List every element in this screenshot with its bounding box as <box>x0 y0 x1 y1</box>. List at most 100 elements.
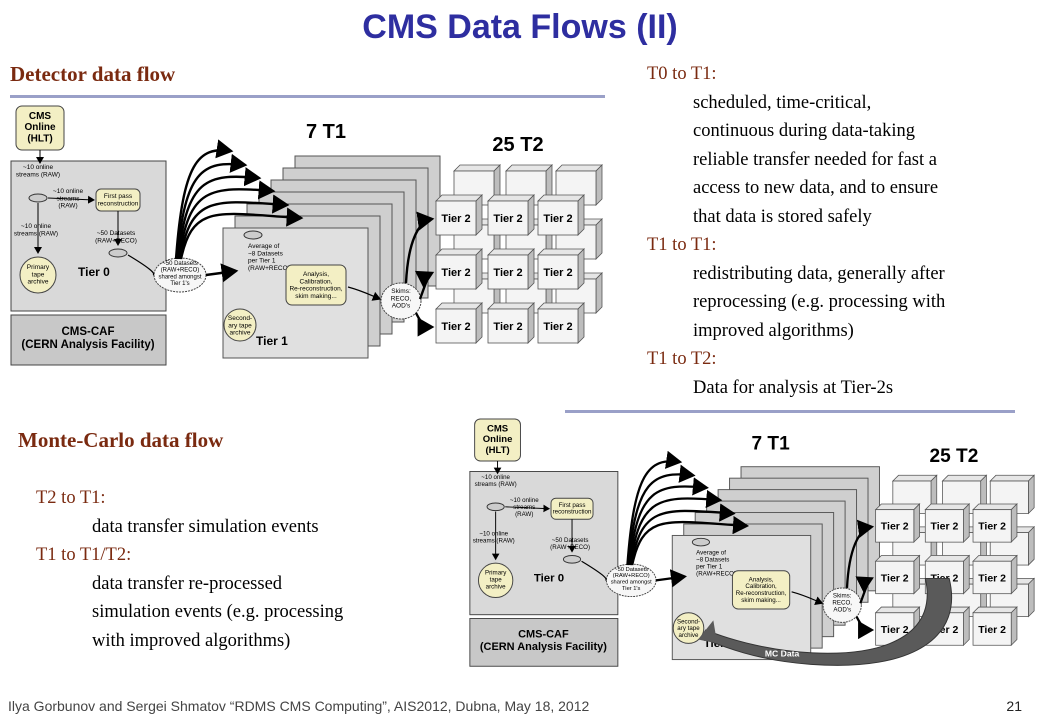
montecarlo-item-line: data transfer re-processed <box>92 573 283 594</box>
tier2-label: Tier 2 <box>543 267 572 279</box>
tier2-cube: Tier 2 <box>435 194 483 236</box>
tier2-cube: Tier 2 <box>537 194 585 236</box>
page-number: 21 <box>1006 698 1022 714</box>
detector-item-line: Data for analysis at Tier-2s <box>693 377 894 398</box>
tier2-cube: Tier 2 <box>537 302 585 344</box>
montecarlo-description: T2 to T1:data transfer simulation events… <box>36 484 343 655</box>
tier2-label: Tier 2 <box>493 213 522 225</box>
tier2-cube: Tier 2 <box>874 503 921 544</box>
flow-arrow <box>179 207 304 260</box>
t2-count-label: 25 T2 <box>492 134 543 156</box>
tier2-label: Tier 2 <box>493 267 522 279</box>
tier1-label: Tier 1 <box>256 334 288 348</box>
analysis-label: Analysis,Calibration,Re-reconstruction,s… <box>736 576 787 604</box>
secondary-tape-icon <box>223 308 257 342</box>
tier2-label: Tier 2 <box>543 213 572 225</box>
flow-arrow <box>127 254 155 276</box>
flow-arrow <box>581 560 607 581</box>
caf-label: CMS-CAF(CERN Analysis Facility) <box>21 326 154 351</box>
tier2-label: Tier 2 <box>881 521 909 533</box>
tier2-cube: Tier 2 <box>435 302 483 344</box>
tier2-label: Tier 2 <box>978 521 1006 533</box>
detector-item-line: reliable transfer needed for fast a <box>693 149 937 170</box>
secondary-tape-icon <box>672 612 705 644</box>
detector-item-label: T1 to T2: <box>647 349 717 369</box>
flow-arrow <box>414 270 435 300</box>
tier2-cube: Tier 2 <box>487 248 535 290</box>
primary-tape-icon <box>477 562 514 598</box>
flow-arrow <box>631 515 750 566</box>
t1-count-label: 7 T1 <box>306 121 346 143</box>
detector-item-line: that data is stored safely <box>693 206 872 227</box>
tier2-label: Tier 2 <box>441 267 470 279</box>
analysis-box <box>731 570 791 610</box>
flow-arrow <box>47 195 95 204</box>
tier2-label: Tier 2 <box>493 321 522 333</box>
analysis-box <box>285 264 347 306</box>
flow-arrow <box>174 139 234 260</box>
t1-count-label: 7 T1 <box>752 434 791 455</box>
skims-cloud <box>380 282 422 320</box>
tier2-cube: Tier 2 <box>874 554 921 595</box>
tier2-cube: Tier 2 <box>972 606 1018 647</box>
detector-item-line: reprocessing (e.g. processing with <box>693 292 946 312</box>
detector-item-line: redistributing data, generally after <box>693 263 945 284</box>
flow-arrow <box>628 477 709 566</box>
cms-online-box <box>474 418 521 462</box>
skims-label: Skims:RECO,AOD's <box>391 288 412 310</box>
tier2-cube: Tier 2 <box>487 194 535 236</box>
flow-arrow <box>626 450 683 566</box>
tier1-disk-icon <box>243 230 263 240</box>
tier2-cube: Tier 2 <box>924 503 971 544</box>
detector-heading: Detector data flow <box>10 62 176 86</box>
detector-item-label: T0 to T1: <box>647 64 717 84</box>
flow-arrow <box>855 616 875 640</box>
montecarlo-item-line: simulation events (e.g. processing <box>92 602 344 622</box>
detector-description: T0 to T1:scheduled, time-critical,contin… <box>647 60 945 402</box>
flow-arrow <box>505 504 551 513</box>
tier2-label: Tier 2 <box>441 321 470 333</box>
detector-item-label: T1 to T1: <box>647 235 717 255</box>
t2-count-label: 25 T2 <box>930 446 979 467</box>
montecarlo-heading: Monte-Carlo data flow <box>18 428 224 452</box>
tier2-label: Tier 2 <box>930 521 958 533</box>
tier2-label: Tier 2 <box>978 572 1006 584</box>
tier0-label: Tier 0 <box>534 572 564 584</box>
datasets-label: ~50 Datasets(RAW+RECO) <box>550 537 590 551</box>
flow-arrow <box>629 489 723 566</box>
mc-data-arrowhead <box>698 620 718 644</box>
flow-arrow <box>176 167 262 260</box>
skims-cloud <box>822 587 862 623</box>
flow-arrow <box>845 519 875 589</box>
tier2-cube: Tier 2 <box>487 302 535 344</box>
caf-box <box>10 314 167 366</box>
analysis-label: Analysis,Calibration,Re-reconstruction,s… <box>289 271 342 300</box>
detector-item-line: scheduled, time-critical, <box>693 92 872 113</box>
flow-arrow <box>177 180 276 260</box>
flow-arrow <box>855 576 874 604</box>
tier2-cube: Tier 2 <box>874 606 921 647</box>
tier2-cube: Tier 2 <box>972 503 1018 544</box>
reco-disk-icon <box>562 555 582 564</box>
detector-divider <box>10 95 605 98</box>
footer-text: Ilya Gorbunov and Sergei Shmatov “RDMS C… <box>8 698 590 714</box>
flow-arrow <box>630 503 736 566</box>
tier1-disk-icon <box>691 537 710 547</box>
tier2-label: Tier 2 <box>543 321 572 333</box>
flow-arrow <box>175 153 248 260</box>
